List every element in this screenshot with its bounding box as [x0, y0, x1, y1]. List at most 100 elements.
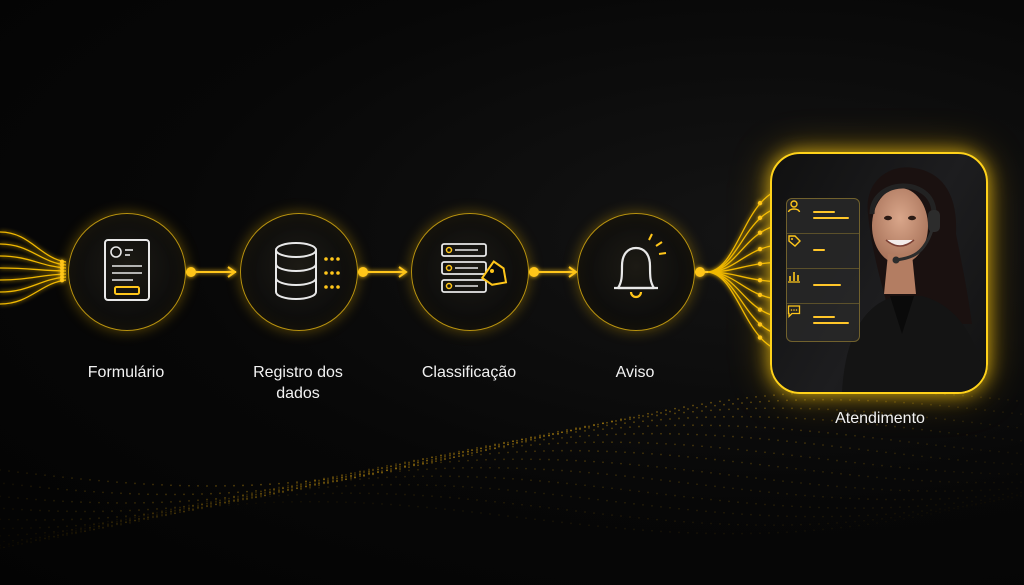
wave-dot	[746, 476, 748, 478]
wave-dot	[795, 399, 797, 401]
outgoing-line-dot	[757, 335, 763, 340]
wave-dot	[701, 410, 703, 412]
wave-dot	[777, 465, 779, 468]
wave-dot	[138, 518, 140, 521]
wave-dot	[485, 446, 487, 449]
wave-dot	[147, 513, 149, 516]
wave-dot	[557, 507, 559, 510]
wave-dot	[363, 470, 365, 473]
wave-dot	[647, 415, 649, 418]
connector-3	[527, 266, 578, 278]
wave-dot	[237, 491, 239, 494]
wave-dot	[179, 506, 181, 509]
wave-dot	[278, 486, 280, 489]
wave-dot	[822, 515, 824, 518]
wave-dot	[21, 508, 23, 511]
wave-dot	[399, 466, 401, 468]
wave-dot	[368, 469, 370, 472]
wave-dot	[705, 434, 707, 436]
wave-dot	[233, 496, 235, 499]
wave-dot	[138, 515, 140, 518]
wave-dot	[687, 482, 689, 485]
wave-dot	[228, 497, 230, 500]
wave-dot	[845, 433, 847, 436]
wave-dot	[80, 518, 82, 521]
wave-dot	[44, 531, 46, 534]
wave-dot	[732, 512, 734, 515]
wave-dot	[12, 527, 14, 530]
menu-line	[813, 322, 849, 324]
wave-dot	[971, 500, 973, 503]
wave-dot	[305, 480, 307, 483]
wave-dot	[696, 483, 698, 486]
wave-dot	[746, 449, 748, 452]
wave-dot	[971, 489, 973, 492]
wave-dot	[408, 466, 410, 469]
wave-dot	[228, 502, 230, 504]
wave-dot	[300, 483, 302, 485]
wave-dot	[107, 525, 109, 528]
wave-dot	[183, 510, 185, 513]
wave-dot	[53, 533, 55, 535]
wave-dot	[800, 455, 802, 458]
attendance-menu-row	[787, 304, 859, 338]
wave-dot	[273, 492, 275, 495]
wave-dot	[530, 444, 532, 446]
wave-dot	[696, 532, 698, 534]
wave-dot	[251, 495, 253, 498]
wave-dot	[629, 418, 631, 420]
wave-dot	[323, 477, 325, 480]
wave-dot	[66, 510, 68, 513]
wave-dot	[138, 509, 140, 511]
wave-dot	[399, 470, 401, 472]
wave-dot	[426, 459, 428, 462]
wave-dot	[471, 486, 473, 489]
wave-dot	[206, 505, 208, 508]
wave-dot	[3, 527, 5, 530]
wave-dot	[1020, 481, 1022, 483]
wave-dot	[66, 525, 68, 528]
wave-dot	[363, 484, 365, 487]
wave-dot	[786, 416, 788, 419]
wave-dot	[782, 480, 784, 483]
wave-dot	[269, 489, 271, 491]
wave-dot	[908, 467, 910, 470]
wave-dot	[1002, 411, 1004, 414]
wave-dot	[116, 523, 118, 526]
wave-dot	[633, 451, 635, 454]
wave-dot	[948, 431, 950, 434]
outgoing-line-dot	[757, 292, 763, 298]
wave-dot	[444, 508, 446, 511]
wave-dot	[467, 453, 469, 456]
wave-dot	[948, 506, 950, 509]
wave-dot	[642, 452, 644, 455]
wave-dot	[237, 495, 239, 498]
wave-dot	[260, 490, 262, 493]
wave-dot	[885, 451, 887, 454]
wave-dot	[660, 530, 662, 533]
wave-dot	[179, 484, 181, 487]
wave-dot	[471, 454, 473, 457]
wave-dot	[701, 403, 703, 405]
wave-dot	[440, 475, 442, 478]
wave-dot	[660, 479, 662, 481]
wave-dot	[462, 485, 464, 488]
wave-dot	[503, 501, 505, 504]
wave-dot	[620, 426, 622, 429]
wave-dot	[93, 528, 95, 531]
wave-dot	[890, 439, 892, 441]
wave-dot	[422, 458, 424, 461]
wave-dot	[588, 497, 590, 500]
wave-dot	[624, 422, 626, 425]
wave-dot	[633, 476, 635, 478]
wave-dot	[300, 485, 302, 487]
wave-dot	[386, 467, 388, 470]
wave-dot	[782, 393, 784, 396]
wave-dot	[408, 463, 410, 466]
wave-dot	[1007, 487, 1009, 490]
wave-dot	[458, 460, 460, 463]
wave-dot	[732, 415, 734, 418]
wave-dot	[710, 471, 712, 474]
wave-dot	[714, 416, 716, 418]
wave-dot	[381, 503, 383, 505]
